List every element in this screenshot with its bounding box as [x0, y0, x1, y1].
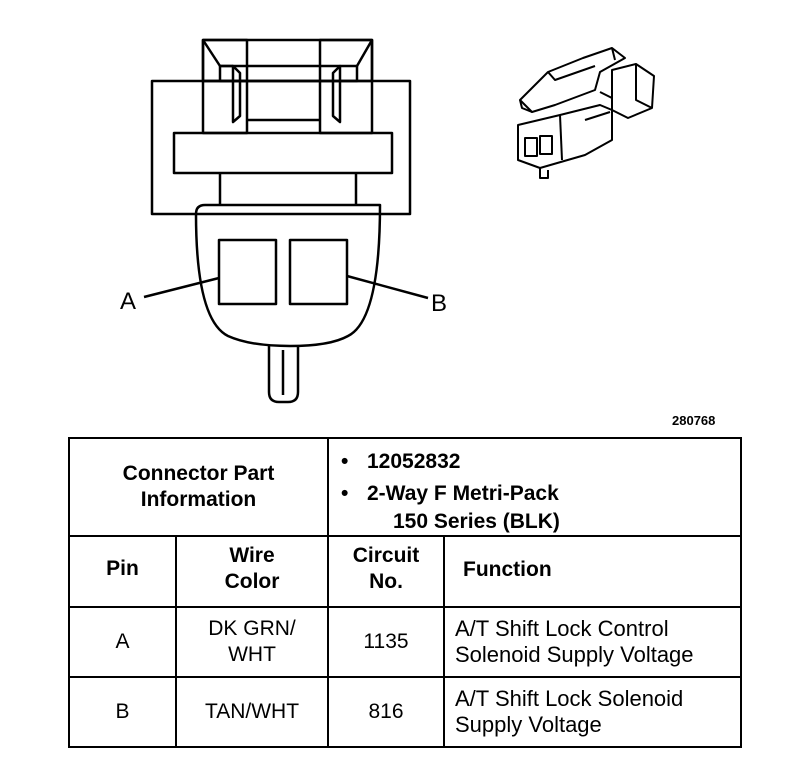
- figure-number: 280768: [672, 413, 716, 428]
- terminal-cavity-a: [217, 238, 278, 306]
- connector-peg: [267, 345, 300, 404]
- part-number-line: • 12052832: [341, 449, 740, 475]
- connector-lower-body: [194, 203, 382, 348]
- connector-perspective-sketch: [517, 47, 655, 179]
- part-number: 12052832: [367, 450, 461, 473]
- part-info-label-line1: Connector Part: [122, 462, 275, 485]
- leader-line-a: [143, 276, 220, 299]
- part-info-label-line2: Information: [140, 488, 257, 511]
- bullet-icon: •: [341, 482, 349, 505]
- row-pin: B: [68, 676, 177, 748]
- header-pin: Pin: [68, 535, 177, 608]
- header-circuit-no: Circuit No.: [327, 535, 445, 608]
- description-line: • 2-Way F Metri-Pack: [341, 481, 740, 507]
- row-wire-color: TAN/WHT: [175, 676, 329, 748]
- leader-line-b: [346, 274, 429, 300]
- table-header-row: Pin Wire Color Circuit No. Function: [68, 535, 742, 608]
- connector-table: Connector Part Information • 12052832 • …: [68, 437, 742, 748]
- header-wire-color: Wire Color: [175, 535, 329, 608]
- terminal-cavity-b: [288, 238, 349, 306]
- row-circuit-no: 816: [327, 676, 445, 748]
- bullet-icon: •: [341, 450, 349, 473]
- row-function: A/T Shift Lock Solenoid Supply Voltage: [443, 676, 742, 748]
- row-wire-color: DK GRN/ WHT: [175, 606, 329, 678]
- header-function: Function: [443, 535, 742, 608]
- part-info-label: Connector Part Information: [68, 437, 329, 537]
- pin-label-b: B: [431, 290, 448, 317]
- part-info-value: • 12052832 • 2-Way F Metri-Pack 150 Seri…: [327, 437, 742, 537]
- description-line1: 2-Way F Metri-Pack: [367, 482, 559, 505]
- row-function: A/T Shift Lock Control Solenoid Supply V…: [443, 606, 742, 678]
- connector-latch-top: [201, 38, 374, 83]
- connector-diagram: [143, 38, 655, 404]
- connector-part-info-row: Connector Part Information • 12052832 • …: [68, 437, 742, 537]
- row-pin: A: [68, 606, 177, 678]
- row-circuit-no: 1135: [327, 606, 445, 678]
- table-row: A DK GRN/ WHT 1135 A/T Shift Lock Contro…: [68, 606, 742, 678]
- connector-crossbar: [172, 131, 394, 175]
- description-line2: 150 Series (BLK): [393, 510, 560, 533]
- pin-label-a: A: [120, 288, 137, 315]
- table-row: B TAN/WHT 816 A/T Shift Lock Solenoid Su…: [68, 676, 742, 748]
